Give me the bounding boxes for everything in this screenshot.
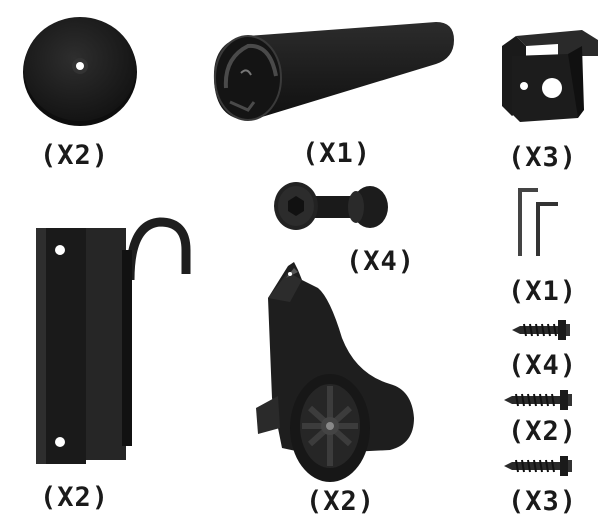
- screw-long-quantity: (X2): [508, 416, 578, 447]
- screw-icon: [502, 388, 574, 412]
- roller-wheel-icon: [250, 258, 418, 484]
- screw-icon: [502, 454, 574, 478]
- rail-clip-quantity: (X3): [508, 142, 578, 173]
- screw-icon: [510, 318, 572, 342]
- screw-short-quantity: (X4): [508, 350, 578, 381]
- hex-keys-quantity: (X1): [508, 276, 578, 307]
- roller-wheel-quantity: (X2): [306, 486, 376, 517]
- round-end-cap-icon: [22, 14, 138, 126]
- hook-hanger-strap-icon: [30, 210, 191, 470]
- screw-medium-quantity: (X3): [508, 486, 578, 517]
- end-cap-quantity: (X2): [40, 140, 110, 171]
- track-rail-quantity: (X1): [302, 138, 372, 169]
- hanger-strap-quantity: (X2): [40, 482, 110, 513]
- rail-clip-bracket-icon: [498, 26, 602, 126]
- track-rail-tube-icon: [208, 18, 458, 128]
- hex-key-icon: [514, 184, 564, 264]
- spacer-bolt-icon: [272, 180, 390, 234]
- spacer-bolt-quantity: (X4): [346, 246, 416, 277]
